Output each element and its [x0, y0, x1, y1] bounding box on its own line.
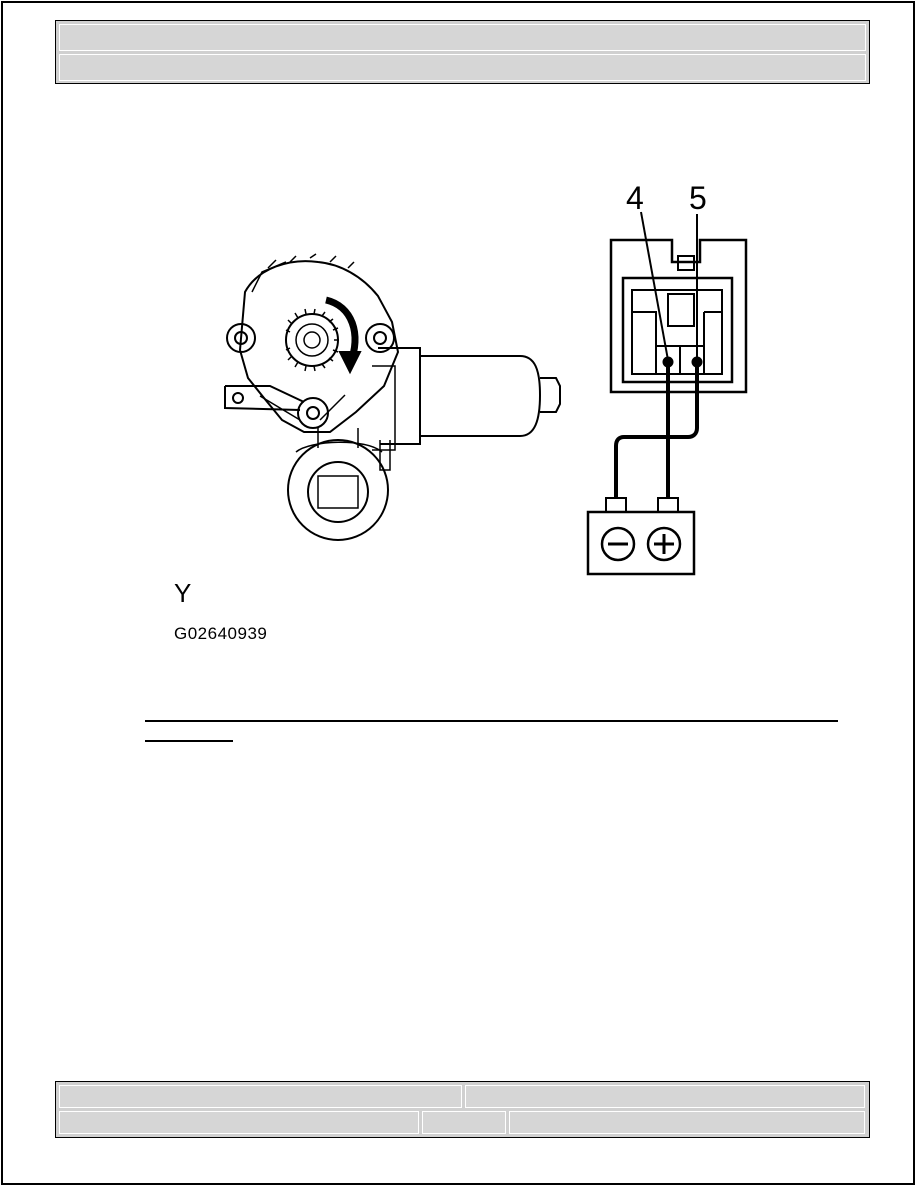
footer-right-bottom	[509, 1111, 865, 1134]
battery-negative-terminal	[600, 526, 636, 562]
footer-left-bottom	[59, 1111, 419, 1134]
page-header	[55, 20, 870, 84]
battery-positive-terminal	[646, 526, 682, 562]
header-subtitle-bar	[59, 54, 866, 81]
battery-body	[586, 510, 696, 576]
terminal-4-leader	[640, 211, 669, 361]
window-motor-illustration	[224, 253, 561, 541]
footer-right-top	[465, 1085, 865, 1108]
page-footer	[55, 1081, 870, 1138]
terminal-4-label: 4	[626, 180, 644, 216]
terminal-5-label: 5	[689, 180, 707, 216]
header-title-bar	[59, 24, 866, 51]
connector-wiring-schematic	[586, 211, 748, 576]
view-label: Y	[174, 578, 192, 608]
footer-left-top	[59, 1085, 462, 1108]
section-underline	[145, 740, 233, 742]
wire-terminal-5	[614, 362, 699, 498]
figure-code: G02640939	[174, 624, 268, 643]
footer-page-number	[422, 1111, 506, 1134]
section-divider	[145, 720, 838, 722]
